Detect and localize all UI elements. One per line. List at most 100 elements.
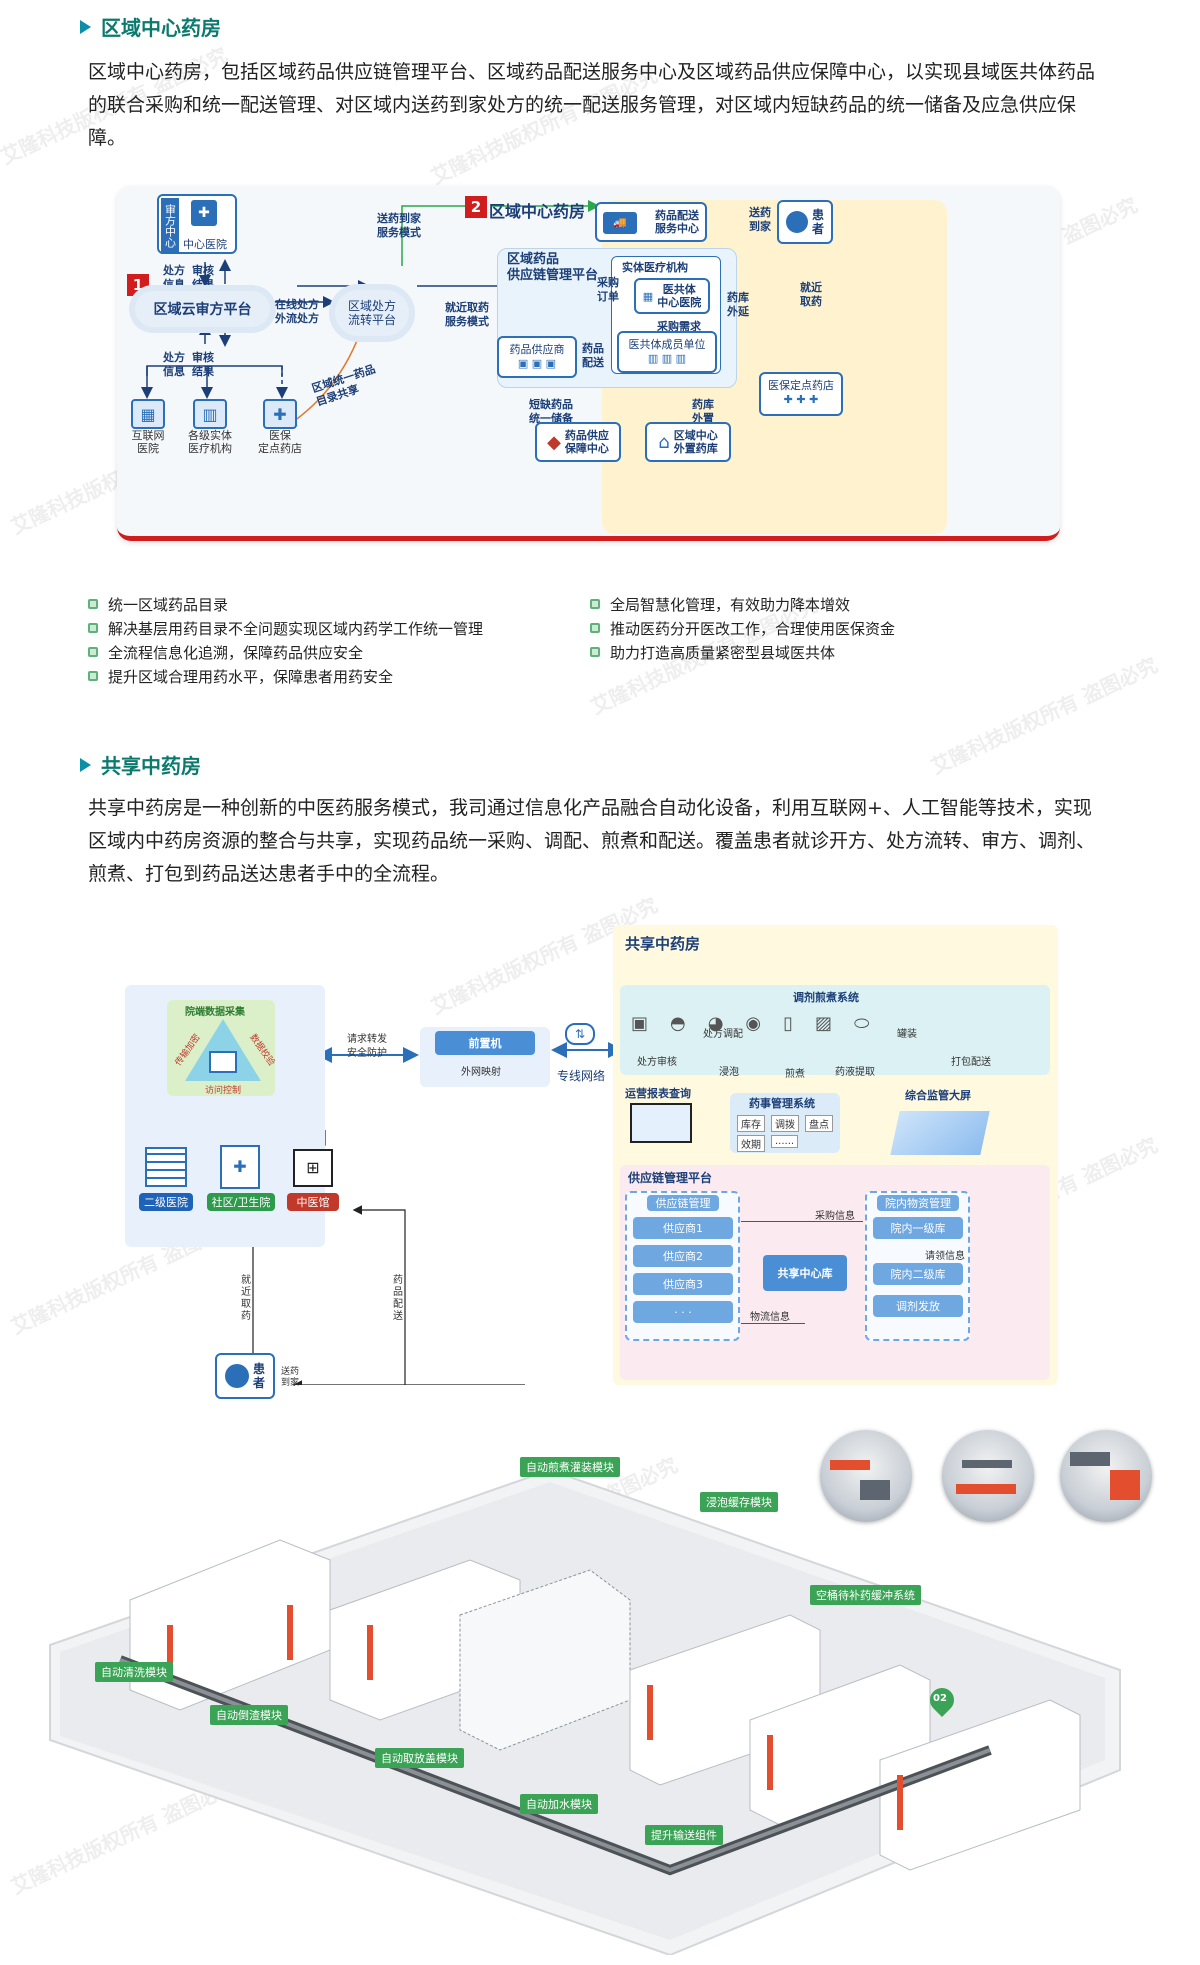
- hospital-icon: ▦: [642, 289, 654, 303]
- bullet-icon: [88, 623, 98, 633]
- community-center-hospital-label: 医共体 中心医院: [657, 283, 702, 309]
- hospital-icon: ✚: [191, 200, 217, 226]
- list-item-text: 统一区域药品目录: [108, 595, 229, 614]
- external-warehouse-box: ⌂ 区域中心 外置药库: [645, 422, 731, 462]
- report-icon: [630, 1103, 692, 1143]
- plant-tag-auto-clean: 自动清洗模块: [95, 1662, 173, 1682]
- list-item: 推动医药分开医改工作，合理使用医保资金: [590, 616, 895, 640]
- insurance-pharmacy-box: ✚ 医保 定点药店: [247, 396, 313, 458]
- insurance-store-icons: ✚ ✚ ✚: [783, 393, 819, 406]
- community-clinic-icon: ✚: [220, 1145, 260, 1189]
- inhouse-material-tag: 院内物资管理: [877, 1195, 959, 1211]
- shared-pharmacy-diagram: 院端数据采集 传输加密 数据校验 访问控制 请求转发 安全防护 前置机 外网映射…: [125, 915, 1060, 1399]
- list-item: 统一区域药品目录: [88, 592, 483, 616]
- automation-plant-illustration: 自动煎煮灌装模块 浸泡缓存模块 空桶待补药缓冲系统 自动清洗模块 自动倒渣模块 …: [30, 1400, 1170, 1957]
- zone2-title: 区域中心药房: [489, 202, 586, 221]
- section-title-regional: 区域中心药房: [80, 12, 221, 41]
- supplier-label: 药品供应商: [509, 343, 565, 356]
- nearby-pickup-mode-label: 就近取药 服务模式: [445, 301, 489, 328]
- insurance-store-label: 医保定点药店: [768, 379, 834, 392]
- decoct-system-label: 调剂煎煮系统: [793, 991, 859, 1004]
- supply-guarantee-label: 药品供应 保障中心: [564, 429, 609, 455]
- rx-review-label: 处方审核: [637, 1057, 677, 1068]
- section-paragraph: 共享中药房是一种创新的中医药服务模式，我司通过信息化产品融合自动化设备，利用互联…: [88, 797, 1096, 885]
- inhouse-l2-box: 院内二级库: [873, 1263, 963, 1285]
- rx-flow-platform: 区域处方 流转平台: [335, 290, 409, 336]
- bullet-icon: [590, 623, 600, 633]
- package-icon: ◆: [547, 431, 561, 453]
- logistics-arrow: [741, 1323, 805, 1324]
- supplier-item: 供应商3: [633, 1273, 733, 1295]
- bullet-icon: [88, 647, 98, 657]
- decoct-label: 煎煮: [785, 1069, 805, 1080]
- supplier-box: 药品供应商 ▣ ▣ ▣: [497, 336, 577, 378]
- drug-delivery-label: 药品 配送: [582, 342, 604, 369]
- shortage-reserve-label: 短缺药品 统一储备: [529, 398, 573, 425]
- insurance-pharmacy-label: 医保 定点药店: [258, 429, 302, 455]
- center-hospital-label: 中心医院: [183, 238, 227, 251]
- purchase-arrow: [741, 1221, 863, 1222]
- supply-guarantee-box: ◆ 药品供应 保障中心: [535, 422, 621, 462]
- warehouse-outsource-1: 药库 外延: [727, 291, 749, 318]
- audit-vertical-label: 审方中心: [161, 198, 179, 254]
- tri-bottom-label: 访问控制: [205, 1086, 242, 1096]
- supply-platform-label: 供应链管理平台: [628, 1171, 713, 1185]
- community-center-hospital-box: ▦ 医共体 中心医院: [634, 278, 710, 314]
- secondary-hospital-tag: 二级医院: [139, 1193, 193, 1211]
- patient-icon: [785, 211, 808, 233]
- plant-tag-auto-dump: 自动倒渣模块: [210, 1705, 288, 1725]
- pharmacy-mgmt-label: 药事管理系统: [749, 1097, 815, 1110]
- ops-report-label: 运营报表查询: [625, 1087, 691, 1100]
- shared-title: 共享中药房: [625, 935, 701, 953]
- step-number-2: 2: [465, 196, 487, 218]
- plant-tag-soak-cache: 浸泡缓存模块: [700, 1492, 778, 1512]
- external-warehouse-label: 区域中心 外置药库: [673, 429, 718, 455]
- supply-chain-label: 区域药品 供应链管理平台: [507, 252, 599, 283]
- watermark: 艾隆科技版权所有 盗图必究: [927, 652, 1162, 779]
- member-units-box: 医共体成员单位 ▥ ▥ ▥: [617, 331, 717, 373]
- rx-dispense-label: 处方调配: [703, 1029, 743, 1040]
- list-item-text: 全局智慧化管理，有效助力降本增效: [610, 595, 851, 614]
- delivery-center-box: 🚚 药品配送 服务中心: [595, 202, 707, 242]
- member-units-icons: ▥ ▥ ▥: [647, 352, 687, 365]
- entity-medical-label: 实体医疗机构: [622, 261, 688, 274]
- secondary-hospital-icon: [145, 1147, 187, 1187]
- soak-label: 浸泡: [719, 1067, 739, 1078]
- community-tag: 社区/卫生院: [207, 1193, 275, 1211]
- detail-photo-2: [942, 1430, 1034, 1522]
- list-item: 解决基层用药目录不全问题实现区域内药学工作统一管理: [88, 616, 483, 640]
- cloud-audit-platform: 区域云审方平台: [135, 291, 270, 327]
- mgmt-item: 库存: [737, 1115, 765, 1132]
- plant-tag-auto-lid: 自动取放盖模块: [375, 1748, 464, 1768]
- supplier-item: 供应商2: [633, 1245, 733, 1267]
- building-icon: ▥: [193, 399, 227, 429]
- regional-pharmacy-diagram: 1 2 审方中心 ✚ 中心医院 处方 信息 审核 结果 区域云审方平台 在线处方…: [117, 186, 1060, 541]
- detail-photo-1: [820, 1430, 912, 1522]
- warehouse-outsource-2: 药库 外置: [692, 398, 714, 425]
- nearby-pickup-label: 就近 取药: [241, 1275, 251, 1322]
- dedicated-net-label: 专线网络: [557, 1069, 606, 1083]
- supplier-item: · · ·: [633, 1301, 733, 1323]
- benefits-right-list: 全局智慧化管理，有效助力降本增效 推动医药分开医改工作，合理使用医保资金 助力打…: [590, 592, 895, 664]
- patient-box: 患 者: [215, 1353, 275, 1399]
- mgmt-item: 调拨: [771, 1115, 799, 1132]
- detail-photo-3: [1060, 1430, 1152, 1522]
- step-number-1: 1: [127, 274, 149, 296]
- dispense-issue-box: 调剂发放: [873, 1295, 963, 1317]
- list-item: 全流程信息化追溯，保障药品供应安全: [88, 640, 483, 664]
- extract-label: 药液提取: [835, 1067, 875, 1078]
- warehouse-icon: ⌂: [658, 431, 670, 453]
- external-map-label: 外网映射: [461, 1067, 501, 1078]
- mgmt-item: 盘点: [805, 1115, 833, 1132]
- online-rx-label: 在线处方 外流处方: [275, 298, 319, 325]
- send-home-label: 送药 到家: [281, 1367, 300, 1388]
- process-icons: ▣◓◕◉▯▨⬭: [631, 1013, 892, 1034]
- front-machine-box: 前置机: [435, 1031, 535, 1055]
- list-item-text: 推动医药分开医改工作，合理使用医保资金: [610, 619, 896, 638]
- supplier-item: 供应商1: [633, 1217, 733, 1239]
- mgmt-item: ......: [771, 1135, 799, 1148]
- nearby-pickup-label: 就近 取药: [800, 281, 822, 308]
- internet-hospital-label: 互联网 医院: [131, 429, 165, 455]
- bullet-icon: [590, 647, 600, 657]
- purchase-order-label: 采购 订单: [597, 276, 619, 303]
